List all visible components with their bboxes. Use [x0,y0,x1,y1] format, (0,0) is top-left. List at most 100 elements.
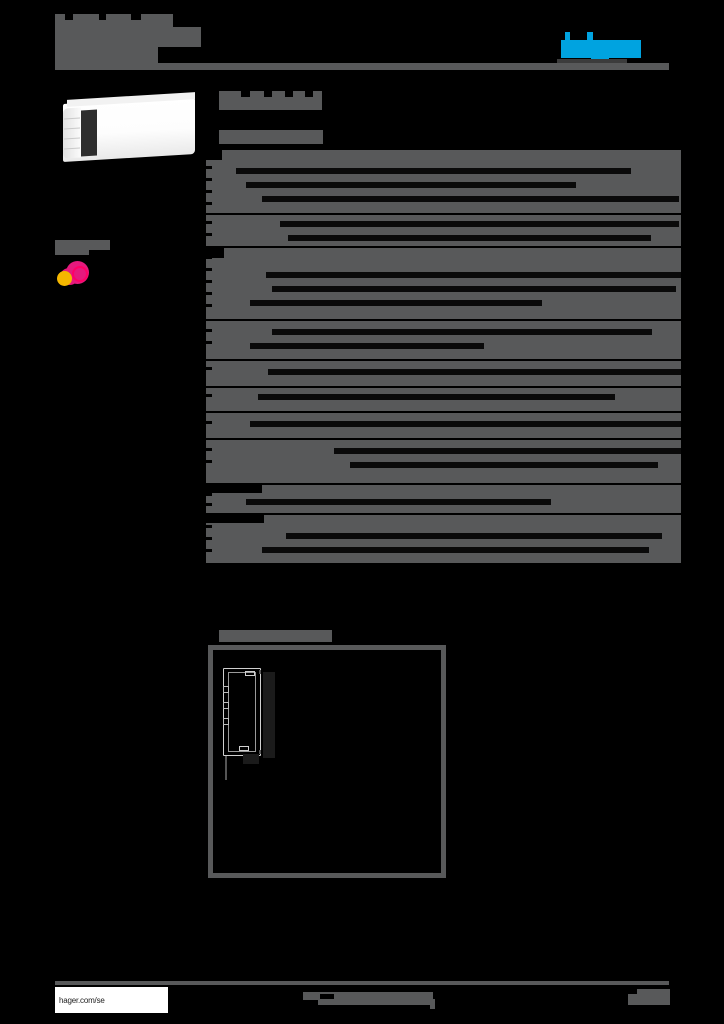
row-label-redacted [206,515,264,523]
wordmark-ascender-g [587,32,593,46]
row-value-redacted [334,448,681,454]
row-value-redacted [250,421,681,427]
product-accessory-slot [81,109,97,157]
header-rule [55,63,669,70]
row-tick [204,329,212,332]
row-value-redacted [268,369,681,375]
footer-page-number-redacted [628,989,670,1005]
eco-badge-block [55,240,115,298]
eco-passport-icon [57,260,91,290]
eco-badge-label-redacted [55,240,110,250]
row-tick [204,394,212,397]
row-tick [204,503,212,506]
row-tick [204,493,212,496]
row-label-redacted [206,248,224,258]
eco-dot-shape [57,271,72,286]
footer-url-text[interactable]: hager.com/se [59,995,105,1005]
page-title-notch-3 [285,91,293,97]
table-row [204,361,681,386]
dimension-tick-bottom [259,750,261,754]
title-notch-3 [131,14,141,20]
page-title-notch-4 [305,91,313,97]
title-notch-1 [65,14,73,20]
eco-inner-ring-shape [72,266,88,282]
dimension-text-redacted-2 [243,754,259,764]
table-row [204,215,681,246]
row-label-redacted [206,485,262,493]
row-value-redacted [250,300,542,306]
page-title-redacted [219,91,322,110]
profile-outline [223,668,261,756]
wordmark-descender [591,52,609,60]
row-tick [204,549,212,552]
profile-lip-top [245,671,255,676]
hager-logo [547,32,669,64]
row-tick [204,448,212,451]
row-tick [204,221,212,224]
row-value-redacted [350,462,658,468]
page-title-notch-2 [264,91,272,97]
row-tick [204,166,212,169]
row-tick [204,280,212,283]
profile-notch-2 [223,702,229,709]
table-row [204,150,681,213]
footer-rule [55,981,669,985]
wordmark-mask [561,32,641,40]
section-heading-redacted [219,130,323,144]
table-row [204,485,681,513]
dimension-extension-line [225,756,227,780]
table-row [204,413,681,438]
technical-drawing-frame [208,645,446,878]
footer-page-number-notch [628,989,637,994]
row-value-redacted [272,329,652,335]
row-tick [204,178,212,181]
row-value-redacted [246,499,551,505]
row-value-redacted [246,182,576,188]
row-tick [204,268,212,271]
row-tick [204,292,212,295]
table-row [204,515,681,563]
footer-url-box[interactable]: hager.com/se [55,987,168,1013]
product-photo [55,90,201,170]
row-value-redacted [288,235,651,241]
profile-notch-1 [223,686,229,693]
footer-center-descender [430,999,435,1009]
table-row [204,440,681,483]
product-end-cap [63,107,81,159]
profile-notch-3 [223,718,229,725]
row-tick [204,202,212,205]
wordmark-ascender-h [565,32,570,46]
table-row [204,248,681,319]
footer-center-gap [320,994,334,1000]
row-value-redacted [236,168,631,174]
row-value-redacted [250,343,484,349]
row-label-redacted [206,150,222,160]
row-value-redacted [262,196,679,202]
row-tick [204,341,212,344]
page-title-notch-1 [241,91,250,97]
row-value-redacted [286,533,662,539]
row-tick [204,367,212,370]
specifications-table [204,150,681,565]
dimension-tick-top [259,670,261,674]
row-value-redacted [262,547,649,553]
drawing-caption-redacted [219,630,332,642]
document-subtitle-line-1 [55,27,201,47]
footer-center-text-redacted-2 [318,999,435,1005]
row-tick [204,233,212,236]
row-tick [204,525,212,528]
title-notch-2 [99,14,106,20]
row-value-redacted [280,221,679,227]
row-tick [204,537,212,540]
dimension-text-redacted [263,672,275,758]
profile-lip-bottom [239,746,249,751]
table-row [204,388,681,411]
row-tick [204,304,212,307]
brand-tagline-redacted [557,59,627,64]
row-value-redacted [272,286,676,292]
row-tick [204,460,212,463]
row-tick [204,421,212,424]
page-header [55,14,669,70]
row-value-redacted [266,272,681,278]
